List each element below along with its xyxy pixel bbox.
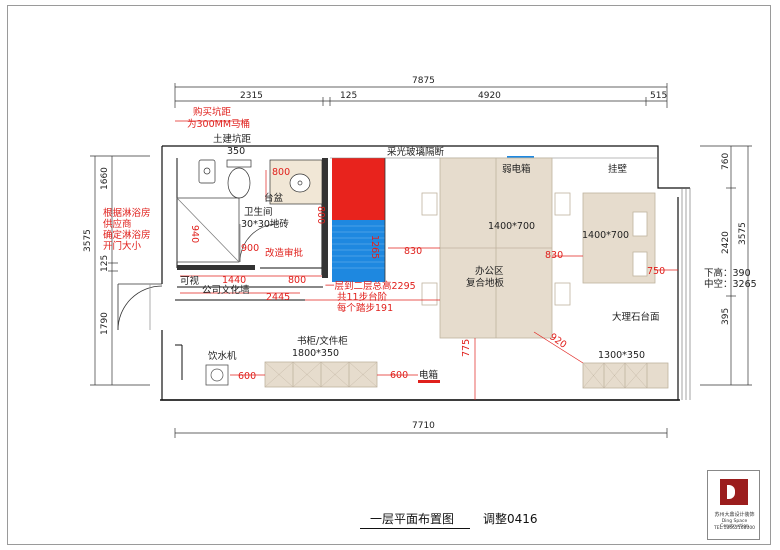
note-d2445: 2445	[266, 292, 290, 303]
note-stair-1: 一层到二层总高2295	[325, 280, 416, 292]
note-d750: 750	[647, 266, 665, 277]
dim-left-seg-3: 1790	[100, 312, 110, 335]
stair-treads	[332, 225, 385, 269]
label-bookcase-size: 1800*350	[292, 348, 339, 359]
note-d800-c: 800	[288, 275, 306, 286]
label-hanging-wall: 挂壁	[608, 163, 628, 175]
company-name-cn: 苏州大鼎设计装饰	[714, 512, 755, 518]
label-composite-floor: 复合地板	[466, 277, 505, 289]
label-bookcase: 书柜/文件柜	[297, 335, 348, 347]
company-name-en: Ding Space Construction	[720, 519, 749, 529]
drawing-title: 一层平面布置图	[370, 512, 455, 526]
note-buy-pit-2: 为300MM马桶	[187, 118, 250, 130]
entry-door	[117, 283, 163, 331]
wall-strip-stair	[322, 158, 328, 278]
wall-strip-bath	[177, 265, 255, 270]
label-bathroom: 卫生间	[244, 206, 273, 218]
bottom-dimension	[174, 428, 668, 438]
stair-upper	[332, 158, 385, 220]
water-dispenser-symbol	[210, 368, 224, 382]
label-floor-height: 下高：390	[704, 267, 751, 279]
label-toilet-pit: 土建坑距	[213, 133, 252, 145]
note-d1440: 1440	[222, 275, 246, 286]
furniture-cross-hatch	[264, 361, 648, 389]
note-buy-pit-1: 购买坑距	[193, 106, 232, 118]
label-culture-wall: 公司文化墙	[202, 284, 250, 296]
note-d600-b: 600	[390, 370, 408, 381]
top-dimensions	[174, 83, 668, 108]
label-glass-partition: 采光玻璃隔断	[387, 146, 445, 158]
note-d600-a: 600	[238, 371, 256, 382]
right-window-wall	[681, 188, 691, 400]
note-shower-2: 供应商	[103, 218, 132, 230]
dim-right-total: 3575	[738, 222, 748, 245]
bathroom-fixtures	[176, 159, 323, 263]
dim-left-total: 3575	[83, 229, 93, 252]
label-weak-box: 弱电箱	[502, 163, 531, 175]
dim-right-seg-3: 395	[721, 308, 731, 325]
label-toilet-pit-val: 350	[227, 146, 245, 157]
drawing-frame	[7, 5, 771, 545]
label-desk-right: 1400*700	[582, 230, 629, 241]
electric-box-marker	[418, 380, 440, 383]
dim-left-seg-1: 1660	[100, 167, 110, 190]
red-dimension-lines	[175, 120, 678, 400]
note-stair-2: 共11步台阶	[337, 291, 388, 303]
label-desk-top: 1400*700	[488, 221, 535, 232]
drawing-revision: 调整0416	[483, 512, 538, 526]
exterior-walls	[160, 145, 690, 401]
dim-top-total: 7875	[412, 76, 435, 86]
note-d830-a: 830	[404, 246, 422, 257]
stair-lower	[332, 220, 385, 282]
note-d830-b: 830	[545, 250, 563, 261]
logo-mark-icon	[720, 479, 748, 505]
label-visible: 可视	[180, 275, 200, 287]
dim-right-seg-1: 760	[721, 153, 731, 170]
label-counter-size: 1300*350	[598, 350, 645, 361]
dim-top-seg-1: 2315	[240, 91, 263, 101]
note-d800-a: 800	[272, 167, 290, 178]
label-void-height: 中空：3265	[704, 278, 757, 290]
dim-top-seg-4: 515	[650, 91, 667, 101]
dim-bottom-total: 7710	[412, 421, 435, 431]
note-shower-4: 开门大小	[103, 240, 142, 252]
note-modify: 改造审批	[265, 247, 304, 259]
note-d800-b: 800	[315, 206, 326, 224]
note-d920: 920	[547, 331, 568, 350]
note-d940: 940	[189, 225, 200, 243]
label-office-area: 办公区	[475, 265, 504, 277]
label-electric-box: 电箱	[419, 369, 438, 381]
label-sink: 台盆	[264, 192, 284, 204]
note-stair-3: 每个踏步191	[337, 302, 393, 314]
right-dimensions	[700, 145, 752, 386]
dim-top-seg-2: 125	[340, 91, 357, 101]
office-furniture	[205, 157, 669, 389]
note-shower-1: 根据淋浴房	[103, 207, 151, 219]
title-underline	[360, 528, 470, 529]
company-tel: TEL:18662168000	[713, 526, 756, 531]
left-dimensions	[90, 155, 150, 386]
dim-left-seg-2: 125	[100, 255, 110, 272]
note-d900: 900	[241, 243, 259, 254]
note-d1265: 1265	[369, 235, 380, 259]
dim-right-seg-2: 2420	[721, 231, 731, 254]
label-floor-tile: 30*30地砖	[241, 218, 289, 230]
label-water-dispenser: 饮水机	[208, 350, 237, 362]
dim-top-seg-3: 4920	[478, 91, 501, 101]
note-shower-3: 确定淋浴房	[103, 229, 151, 241]
company-logo: 苏州大鼎设计装饰 Ding Space Construction TEL:186…	[707, 470, 760, 540]
label-marble-counter: 大理石台面	[612, 311, 660, 323]
note-d775: 775	[461, 339, 472, 357]
